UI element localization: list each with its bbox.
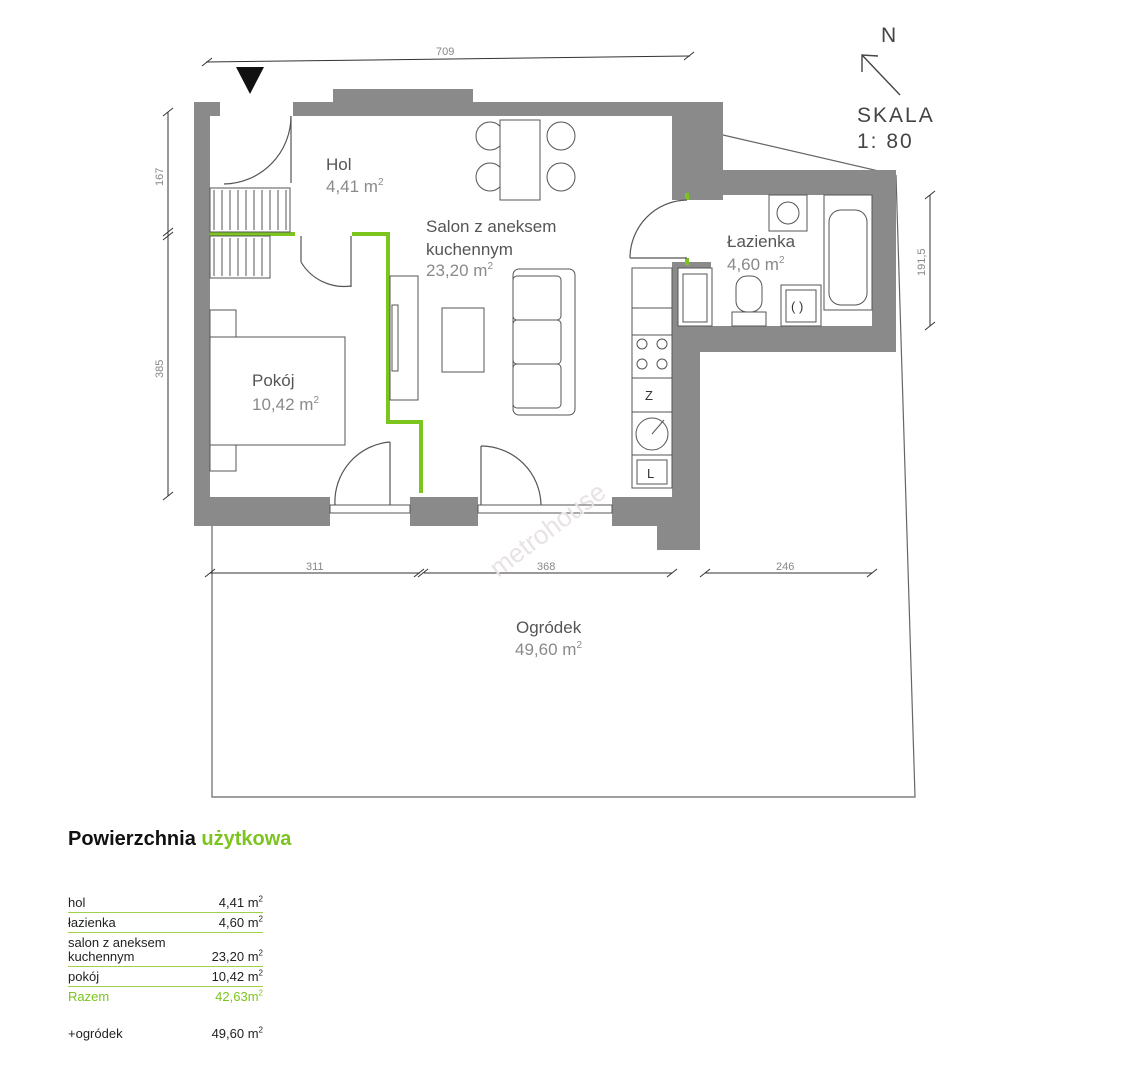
floor-plan: Z L ( ) 709 167 385 191,5 311 368 bbox=[154, 24, 936, 798]
kitchen-counter bbox=[631, 267, 673, 489]
room-ogrodek-area: 49,60 m bbox=[515, 640, 576, 659]
dim-left-top: 167 bbox=[154, 168, 166, 186]
wardrobe bbox=[209, 187, 291, 279]
garden-outline bbox=[211, 174, 916, 798]
fridge-label: Z bbox=[645, 388, 653, 403]
room-pokoj-area: 10,42 m bbox=[252, 395, 313, 414]
walls bbox=[194, 89, 896, 550]
room-salon-name-1: Salon z aneksem bbox=[426, 217, 556, 236]
windows bbox=[329, 504, 613, 514]
svg-text:4,60 m2: 4,60 m2 bbox=[727, 255, 785, 274]
room-lazienka-name: Łazienka bbox=[727, 232, 796, 251]
bed bbox=[209, 309, 346, 472]
svg-text:10,42 m2: 10,42 m2 bbox=[252, 395, 319, 414]
summary-row-garden: +ogródek 49,60 m2 bbox=[68, 1025, 263, 1041]
north-label: N bbox=[881, 24, 898, 47]
room-hol-area: 4,41 m bbox=[326, 177, 378, 196]
room-pokoj-name: Pokój bbox=[252, 371, 295, 390]
summary-row-salon: salon z aneksem kuchennym 23,20 m2 bbox=[68, 933, 263, 967]
scale-label: SKALA bbox=[857, 104, 935, 127]
dim-left-main: 385 bbox=[154, 360, 166, 378]
area-summary: Powierzchnia użytkowa hol 4,41 m2 łazien… bbox=[68, 828, 368, 1043]
shower-drain-mark: ( ) bbox=[791, 299, 803, 314]
entrance-arrow-icon bbox=[236, 67, 264, 94]
dim-bottom-3: 246 bbox=[776, 561, 794, 573]
dishwasher-label: L bbox=[647, 466, 654, 481]
svg-text:23,20 m2: 23,20 m2 bbox=[426, 261, 493, 280]
room-ogrodek-name: Ogródek bbox=[516, 618, 582, 637]
dim-bottom-2: 368 bbox=[537, 561, 555, 573]
dining-table bbox=[475, 119, 576, 201]
living-furniture bbox=[389, 268, 576, 416]
room-hol-name: Hol bbox=[326, 155, 352, 174]
summary-title: Powierzchnia użytkowa bbox=[68, 828, 292, 850]
room-salon-name-2: kuchennym bbox=[426, 240, 513, 259]
bathroom-fixtures bbox=[677, 194, 873, 327]
dim-right-bath: 191,5 bbox=[916, 248, 928, 276]
dimension-lines bbox=[162, 51, 936, 578]
summary-row-pokoj: pokój 10,42 m2 bbox=[68, 967, 263, 987]
svg-text:49,60 m2: 49,60 m2 bbox=[515, 640, 582, 659]
compass: N SKALA 1: 80 bbox=[857, 24, 935, 153]
room-salon-area: 23,20 m bbox=[426, 261, 487, 280]
doors bbox=[223, 115, 688, 506]
room-labels: Hol 4,41 m2 Salon z aneksem kuchennym 23… bbox=[252, 155, 796, 659]
summary-row-hol: hol 4,41 m2 bbox=[68, 893, 263, 913]
dim-top: 709 bbox=[436, 46, 454, 58]
summary-row-lazienka: łazienka 4,60 m2 bbox=[68, 913, 263, 933]
partition-walls bbox=[210, 193, 689, 493]
svg-text:4,41 m2: 4,41 m2 bbox=[326, 177, 384, 196]
room-lazienka-area: 4,60 m bbox=[727, 255, 779, 274]
summary-row-total: Razem 42,63m2 bbox=[68, 988, 263, 1004]
scale-value: 1: 80 bbox=[857, 130, 914, 153]
dim-bottom-1: 311 bbox=[306, 561, 324, 573]
